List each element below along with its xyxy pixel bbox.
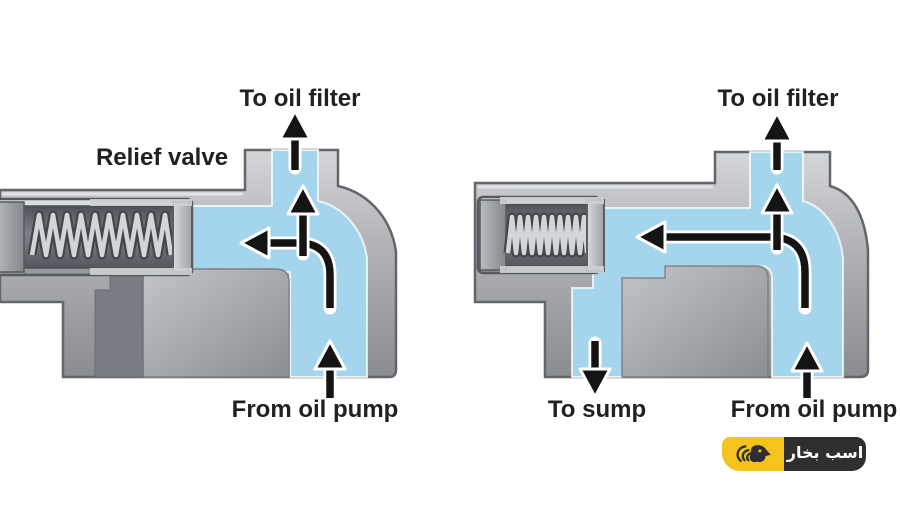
logo-badge-yellow [722,437,784,471]
arrow-left-toward-relief-valve [239,226,271,260]
arrow-up-gallery [760,183,794,215]
flow-line-pump-to-valve [662,233,809,308]
valve-piston [172,201,193,273]
spring-plug [0,201,25,273]
winged-horse-icon [736,445,771,463]
sleeve-top [90,199,192,206]
watermark-logo: اسب بخار [722,437,866,471]
body-island [621,265,769,378]
arrow-up-to-filter [760,111,794,143]
arrow-up-from-pump [790,341,824,373]
valve-piston [586,199,605,272]
arrow-up-to-filter [278,109,312,141]
arrow-left-toward-relief-valve [635,220,667,254]
spring-coils [29,212,174,258]
logo-badge-dark: اسب بخار [784,437,866,471]
panel-relief-valve-open: To oil filter To sump From oil pump [473,85,898,423]
sleeve-bottom [90,268,192,275]
label-to-sump: To sump [548,396,646,423]
label-to-oil-filter: To oil filter [718,85,839,112]
label-from-oil-pump: From oil pump [232,396,399,423]
arrow-up-from-pump [313,339,347,371]
sleeve-bottom [500,266,604,273]
relief-valve-assembly [0,197,194,277]
label-from-oil-pump: From oil pump [731,396,898,423]
arrow-up-gallery [286,184,320,216]
arrow-down-to-sump [578,367,612,399]
relief-valve-assembly [476,195,605,275]
body-island [142,268,290,378]
label-relief-valve: Relief valve [96,144,228,171]
panel-relief-valve-closed: To oil filter Relief valve From oil pump [0,85,399,423]
flow-arrows [578,111,824,403]
flow-arrows [239,109,347,403]
spring-coils [505,214,590,256]
logo-text: اسب بخار [786,443,864,462]
label-to-oil-filter: To oil filter [240,85,361,112]
sleeve-top [500,197,604,204]
spring-plug [479,199,507,271]
